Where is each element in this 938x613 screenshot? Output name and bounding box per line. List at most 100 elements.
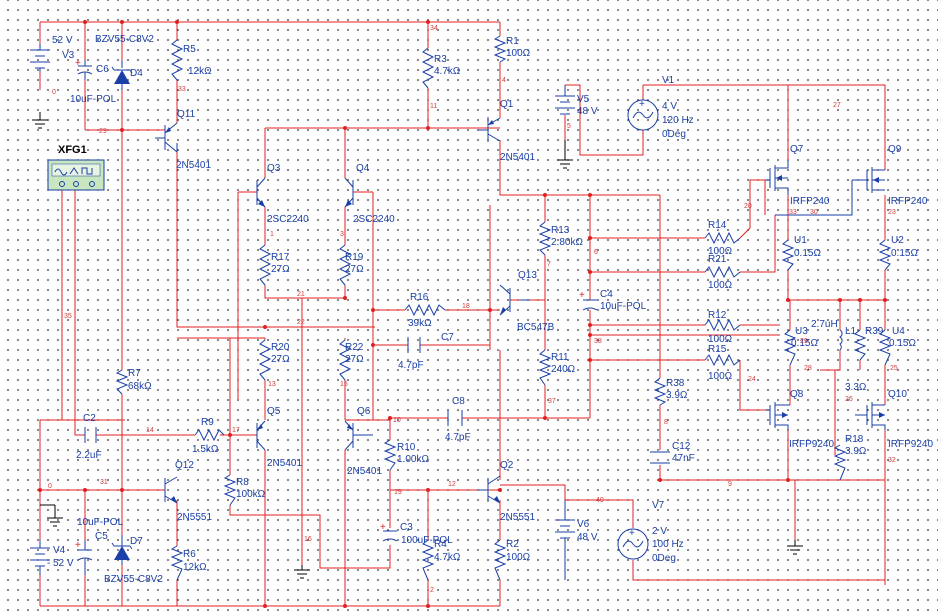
resistor-r6[interactable]: [170, 545, 184, 581]
resistor-r11[interactable]: [538, 349, 552, 386]
mosfet-q9[interactable]: [775, 167, 885, 216]
node-31: 31: [100, 479, 108, 486]
transistor-q3[interactable]: [256, 177, 266, 208]
zener-diode-d4[interactable]: [111, 60, 133, 90]
resistor-r1[interactable]: [493, 35, 507, 63]
capacitor-c7[interactable]: [407, 337, 421, 353]
capacitor-c3[interactable]: +: [380, 522, 398, 542]
resistor-u3[interactable]: [783, 329, 797, 366]
ground-symbol: [32, 112, 48, 129]
function-generator-xfg1[interactable]: [47, 159, 105, 191]
resistor-r18[interactable]: [833, 444, 847, 481]
battery-v5[interactable]: [555, 85, 575, 115]
q4-name-label: Q4: [356, 163, 370, 174]
c8-value-label: 4.7pF: [445, 432, 471, 443]
d4-name-label: D4: [130, 68, 143, 79]
resistor-r12[interactable]: [704, 318, 741, 332]
resistor-r22[interactable]: [338, 339, 352, 381]
node-0b: 0: [48, 483, 52, 490]
resistor-r39[interactable]: [853, 329, 867, 361]
r11-name-label: R11: [551, 352, 569, 363]
resistor-r3[interactable]: [421, 47, 435, 89]
node-19: 19: [394, 489, 402, 496]
resistor-r8[interactable]: [223, 474, 237, 506]
node-4: 4: [502, 77, 506, 84]
d4-model-label: BZV55-C8V2: [95, 34, 154, 45]
ac-source-v1[interactable]: +: [627, 99, 659, 131]
r20-value-label: 27Ω: [271, 354, 290, 365]
resistor-r7[interactable]: [115, 369, 129, 395]
resistor-r10[interactable]: [383, 439, 397, 471]
transistor-q13[interactable]: [499, 284, 530, 316]
v1-frequency-label: 120 Hz: [662, 115, 694, 126]
r12-name-label: R12: [708, 310, 727, 321]
c5-name-label: C5: [95, 531, 108, 542]
resistor-r21[interactable]: [704, 265, 741, 279]
resistor-r20[interactable]: [258, 339, 272, 381]
c5-value-label: 10uF-POL: [77, 517, 124, 528]
zener-diode-d7[interactable]: [111, 535, 133, 565]
component-labels: 52 V V3 BZV55-C8V2 D4 R5 12kΩ C6 10uF-PO…: [47, 34, 933, 585]
resistor-r38[interactable]: [653, 377, 667, 406]
r1-name-label: R1: [506, 36, 519, 47]
resistor-r15[interactable]: [704, 353, 741, 367]
transistor-q12[interactable]: [164, 476, 178, 504]
q1-name-label: Q1: [500, 99, 514, 110]
node-23: 23: [888, 209, 896, 216]
resistor-u1[interactable]: [781, 239, 795, 271]
transistor-q6[interactable]: [344, 420, 373, 451]
c12-value-label: 47nF: [672, 453, 695, 464]
l1-value-label: 2.7uH: [811, 319, 838, 330]
node-2: 2: [430, 587, 434, 594]
resistor-r2[interactable]: [493, 539, 507, 581]
node-12: 12: [448, 481, 456, 488]
svg-text:+: +: [639, 99, 645, 110]
r22-name-label: R22: [345, 342, 364, 353]
resistor-r16[interactable]: [404, 303, 446, 317]
node-33b: 33: [789, 209, 797, 216]
q8-name-label: Q8: [790, 389, 804, 400]
capacitor-c12[interactable]: [650, 451, 670, 464]
resistor-r17[interactable]: [258, 244, 272, 286]
c7-value-label: 4.7pF: [398, 360, 424, 371]
c2-value-label: 2.2uF: [76, 450, 102, 461]
r38-name-label: R38: [666, 378, 685, 389]
r21-name-label: R21: [708, 254, 727, 265]
resistor-r19[interactable]: [338, 244, 352, 286]
mosfet-q10[interactable]: [855, 402, 886, 430]
q11-name-label: Q11: [177, 109, 196, 120]
battery-v4[interactable]: [30, 540, 50, 575]
resistor-r9[interactable]: [194, 428, 225, 442]
c12-name-label: C12: [672, 441, 691, 452]
transistor-q1[interactable]: [478, 117, 501, 142]
node-6: 6: [594, 249, 598, 256]
d7-model-label: BZV55-C8V2: [104, 574, 163, 585]
ac-source-v7[interactable]: +: [617, 528, 649, 560]
resistor-u2[interactable]: [878, 239, 892, 271]
transistor-q2[interactable]: [478, 475, 501, 504]
resistor-r13[interactable]: [538, 221, 552, 256]
transistor-q11[interactable]: [155, 122, 178, 153]
resistor-r5[interactable]: [170, 39, 184, 81]
resistor-u4[interactable]: [878, 329, 892, 366]
battery-v3[interactable]: [30, 44, 50, 72]
capacitor-c4[interactable]: +: [579, 290, 598, 311]
mosfet-q7[interactable]: [765, 160, 789, 195]
transistor-q4[interactable]: [344, 177, 354, 208]
transistor-q5[interactable]: [256, 420, 266, 451]
battery-v6[interactable]: [555, 500, 575, 580]
node-25: 25: [890, 365, 898, 372]
components: +: [30, 35, 892, 581]
r19-name-label: R19: [345, 252, 364, 263]
r5-value-label: 12kΩ: [188, 66, 212, 77]
resistor-r14[interactable]: [704, 231, 741, 245]
inductor-l1[interactable]: [838, 329, 843, 351]
capacitor-c8[interactable]: [447, 410, 463, 426]
r9-name-label: R9: [201, 417, 214, 428]
capacitor-c2[interactable]: [84, 427, 97, 443]
capacitor-c5[interactable]: +: [75, 540, 93, 575]
r20-name-label: R20: [271, 342, 290, 353]
resistor-r4[interactable]: [421, 539, 435, 581]
capacitor-c6[interactable]: +: [75, 58, 93, 80]
mosfet-q8[interactable]: [765, 402, 790, 430]
